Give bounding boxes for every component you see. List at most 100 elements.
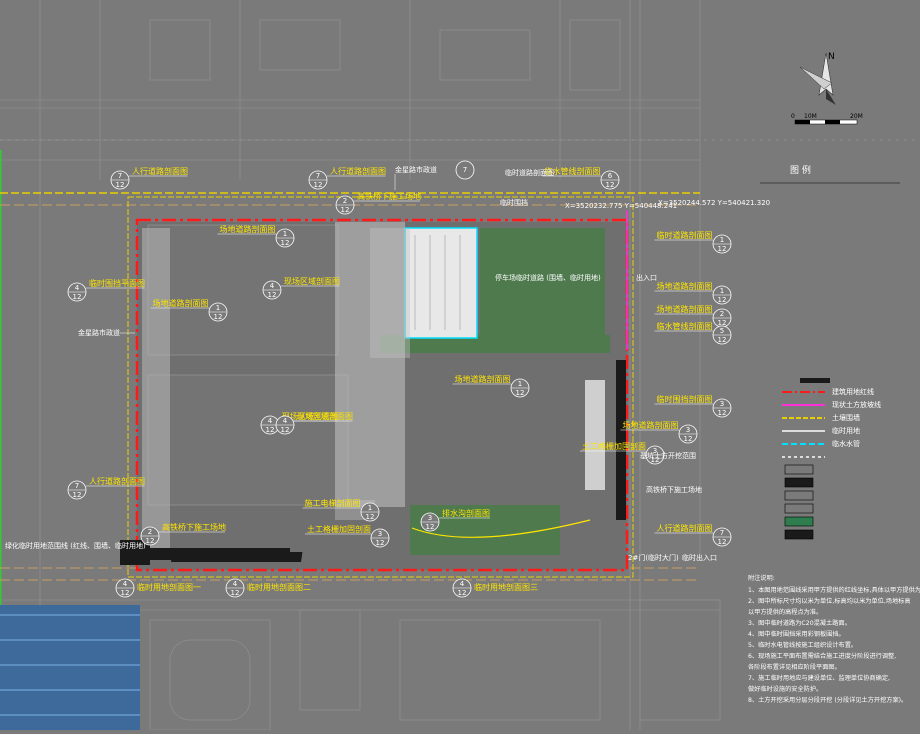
callout-number: 5 — [720, 327, 724, 335]
legend-row: 土壤围墙 — [782, 413, 860, 422]
callout-label: 高铁桥下施工场地 — [357, 191, 421, 201]
callout-number: 4 — [75, 284, 80, 292]
callout-sheet: 12 — [426, 523, 435, 531]
legend-row — [784, 503, 814, 514]
callout-label: 临水管线剖面图 — [657, 321, 713, 331]
fence-yellow — [127, 196, 634, 578]
callout-label: 土工格栅加固剖面 — [307, 524, 371, 534]
callout-label: 排水沟剖面图 — [442, 508, 490, 518]
callout-label: 人行道路剖面图 — [89, 476, 145, 486]
site-interior — [137, 222, 627, 570]
callout-number: 3 — [428, 514, 432, 522]
callout-label: 场地道路剖面图 — [657, 304, 713, 314]
callout-sheet: 12 — [314, 181, 323, 189]
callout-label: 临时围挡平面图 — [89, 278, 145, 288]
callout-label: 场地道路剖面图 — [153, 298, 209, 308]
section-callout: 512 临水管线剖面图 — [654, 321, 732, 345]
callout-number: 2 — [148, 528, 152, 536]
north-label: N — [828, 52, 835, 62]
section-callout: 212 高铁桥下施工场地 — [335, 191, 421, 215]
legend-label: 现状土方放坡线 — [832, 400, 881, 409]
callout-sheet: 12 — [146, 537, 155, 545]
legend-row: 临时用地 — [782, 426, 860, 435]
callout-sheet: 12 — [214, 313, 223, 321]
note-line: 1、本图用地范围线采用甲方提供的红线坐标,具体以甲方提供为准。 — [748, 586, 920, 594]
callout-sheet: 12 — [684, 435, 693, 443]
coords-top: X=3520244.572 Y=540421.320 — [658, 199, 770, 207]
gate-right-label: 出入口 — [636, 273, 657, 282]
callout-label: 临时道路剖面图 — [657, 230, 713, 240]
section-callout: 712 人行道路剖面图 — [67, 476, 145, 500]
note-line: 6、现场施工平面布置需结合施工进度分阶段进行调整, — [748, 652, 896, 660]
callout-number: 3 — [653, 447, 657, 455]
callout-number: 7 — [720, 529, 724, 537]
callout-sheet: 12 — [376, 539, 385, 547]
legend-row — [784, 477, 814, 488]
callout-number: 1 — [720, 287, 724, 295]
callout-number: 2 — [343, 197, 347, 205]
scale-bar: 0 10M 20M — [791, 113, 863, 125]
callout-sheet: 12 — [341, 206, 350, 214]
legend-title: 图 例 — [790, 164, 811, 176]
callout-label: 场地道路剖面图 — [455, 374, 511, 384]
callout-number: 3 — [686, 426, 690, 434]
parking-note: 停车场临时道路 (围墙、临时用地) — [495, 273, 601, 282]
callout-label: 临水管线剖面图 — [545, 166, 601, 176]
callout-label: 场地道路剖面图 — [220, 224, 276, 234]
svg-text:0: 0 — [791, 113, 795, 120]
north-arrow: N — [799, 52, 836, 105]
callout-sheet: 12 — [718, 319, 727, 327]
callout-number: 4 — [283, 417, 288, 425]
callout-number: 7 — [75, 482, 79, 490]
note-line: 4、图中临时围挡采用彩钢板围挡。 — [748, 630, 845, 638]
drainage-hatch — [120, 360, 626, 565]
site-boundary-red — [135, 218, 629, 572]
callout-label: 现场区域剖面图 — [284, 276, 340, 286]
callout-label: 现场区域剖面图 — [297, 411, 353, 421]
coords-right: X=3520232.775 Y=540448.241 — [565, 202, 677, 210]
callout-sheet: 12 — [281, 426, 290, 434]
svg-text:7: 7 — [463, 166, 467, 174]
legend-header-bar — [800, 378, 830, 383]
callout-number: 3 — [720, 400, 724, 408]
legend-label: 建筑用地红线 — [832, 387, 874, 396]
callout-sheet: 12 — [281, 239, 290, 247]
legend-row: 现状土方放坡线 — [782, 400, 881, 409]
section-callout: 112 场地道路剖面图 — [654, 281, 732, 305]
callout-number: 4 — [233, 580, 238, 588]
callout-sheet: 12 — [718, 409, 727, 417]
callout-sheet: 12 — [121, 589, 130, 597]
callout-label: 临时围挡剖面图 — [657, 394, 713, 404]
callout-sheet: 12 — [458, 589, 467, 597]
callout-label: 场地道路剖面图 — [657, 281, 713, 291]
callout-label: 人行道路剖面图 — [330, 166, 386, 176]
legend-row: 建筑用地红线 — [782, 387, 874, 396]
callout-sheet: 12 — [718, 296, 727, 304]
excavation-label: 基坑土方开挖范围 — [640, 451, 696, 460]
section-callout: 112 场地道路剖面图 — [217, 224, 295, 248]
callout-number: 1 — [283, 230, 287, 238]
callout-bubble — [455, 160, 475, 180]
callout-sheet: 12 — [73, 491, 82, 499]
legend-label: 土壤围墙 — [832, 413, 860, 422]
gate-bottom-label: 2#门(临时大门) — [628, 553, 679, 562]
legend-label: 临时用地 — [832, 426, 860, 435]
callout-label: 现场区域剖面图 — [282, 411, 338, 421]
callout-sheet: 12 — [718, 336, 727, 344]
note-line: 7、施工临时用地应与建设单位、监理单位协商确定, — [748, 674, 890, 682]
callout-label: 临时用地剖面图三 — [474, 582, 538, 592]
callout-number: 3 — [378, 530, 382, 538]
